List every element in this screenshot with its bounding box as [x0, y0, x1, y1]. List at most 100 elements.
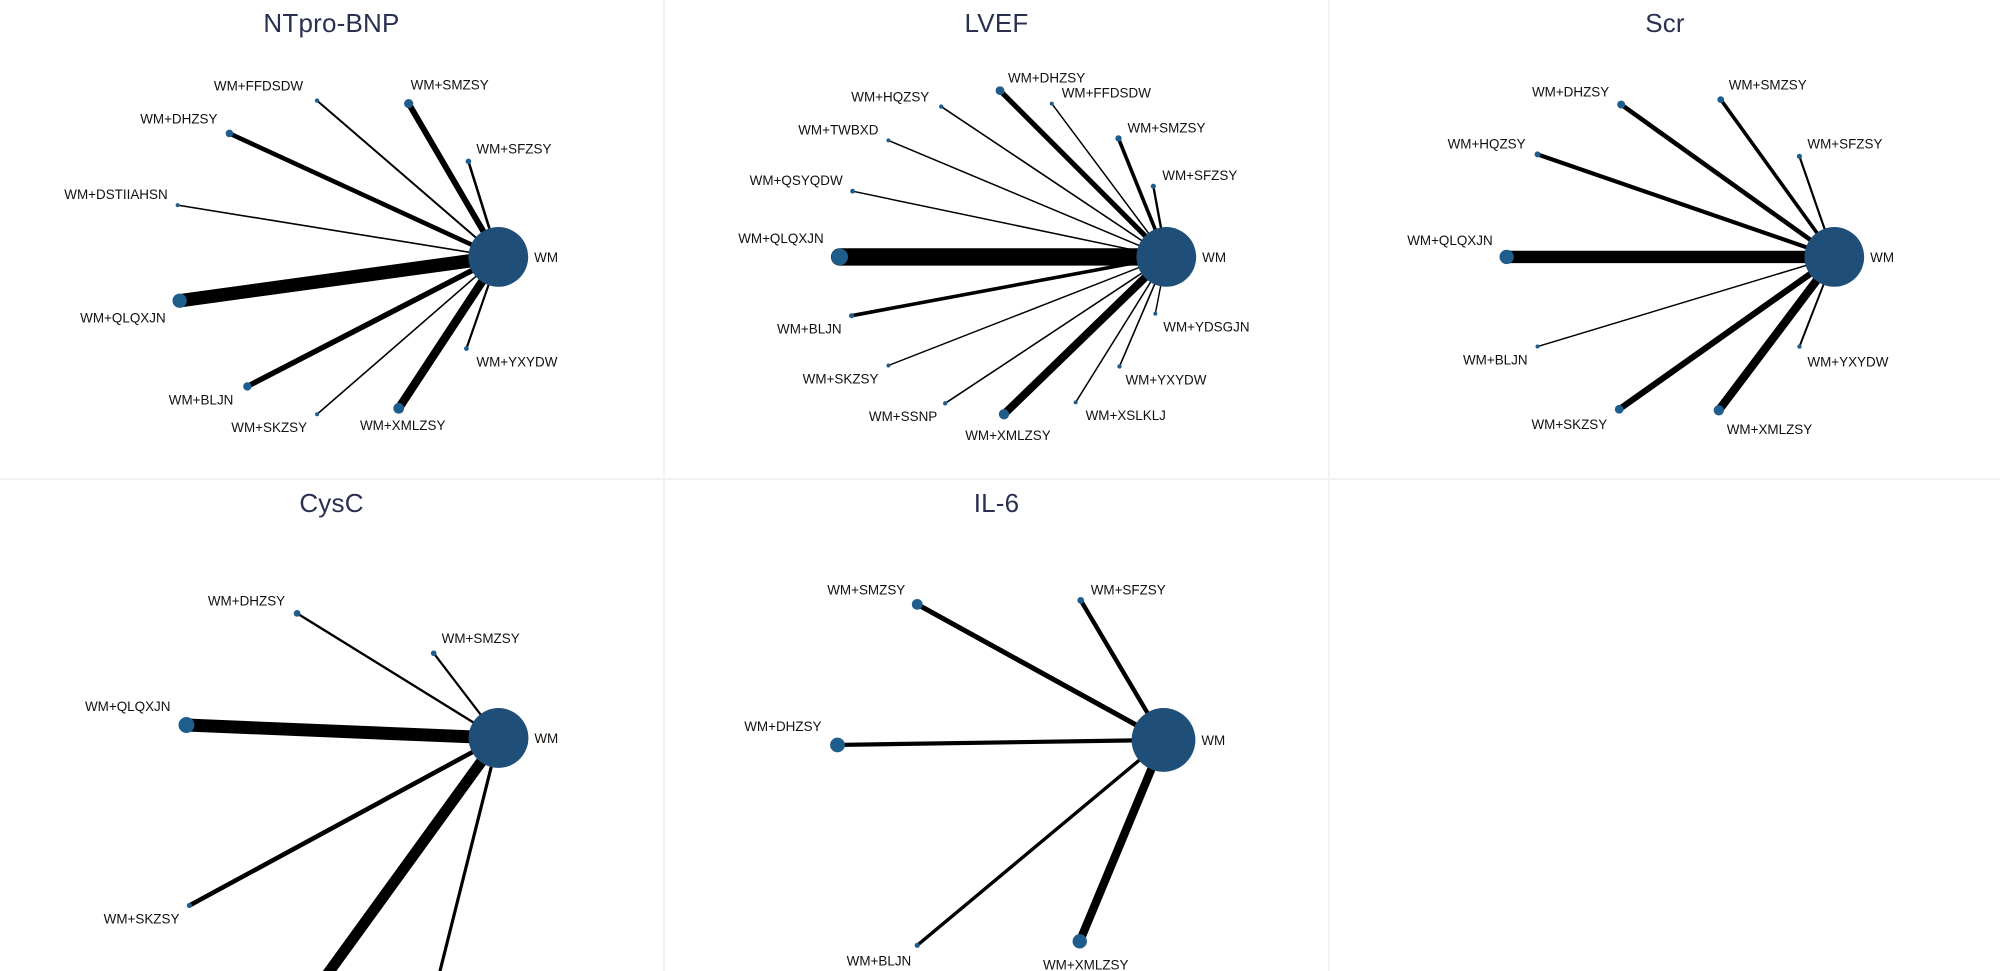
node-label: WM+SFZSY [1162, 168, 1237, 183]
hub-node-label: WM [534, 731, 558, 746]
network-node[interactable] [1617, 100, 1626, 109]
node-label: WM+BLJN [777, 322, 842, 337]
hub-node[interactable] [1804, 227, 1865, 287]
network-node[interactable] [995, 86, 1005, 96]
network-node[interactable] [1049, 101, 1054, 106]
network-node[interactable] [315, 412, 320, 417]
node-label: WM+YDSGJN [1163, 320, 1249, 335]
node-label: WM+BLJN [1463, 352, 1528, 367]
edge-group [179, 612, 505, 971]
network-node[interactable] [1797, 344, 1802, 349]
node-label: WM+FFDSDW [1062, 86, 1152, 101]
network-edge [914, 601, 1166, 743]
node-label: WM+SMZSY [1729, 78, 1807, 93]
hub-node[interactable] [468, 227, 529, 287]
node-label: WM+DHZSY [744, 719, 821, 734]
node-label: WM+SMZSY [411, 78, 489, 93]
node-label: WM+XMLZSY [965, 428, 1051, 443]
network-node[interactable] [831, 248, 849, 266]
node-label: WM+SFZSY [1091, 582, 1166, 597]
network-edge [322, 732, 504, 971]
network-node[interactable] [243, 382, 252, 391]
network-node[interactable] [1073, 400, 1078, 405]
node-label: WM+YXYDW [1807, 354, 1888, 369]
node-label: WM+DHZSY [1532, 85, 1609, 100]
network-node[interactable] [172, 293, 187, 308]
hub-node[interactable] [468, 708, 529, 768]
node-label: WM+QLQXJN [80, 311, 166, 326]
node-label: WM+SKZSY [231, 420, 307, 435]
network-node[interactable] [1713, 405, 1724, 416]
node-label: WM+DSTIIAHSN [64, 187, 167, 202]
network-node[interactable] [465, 158, 472, 165]
network-node[interactable] [939, 104, 944, 109]
network-node[interactable] [1117, 364, 1122, 369]
network-node[interactable] [886, 363, 891, 368]
hub-node-label: WM [1202, 250, 1226, 265]
hub-node[interactable] [1136, 227, 1197, 287]
hub-node[interactable] [1131, 708, 1196, 772]
network-node[interactable] [1153, 311, 1158, 316]
network-node[interactable] [293, 609, 301, 617]
hub-node-label: WM [1870, 250, 1894, 265]
network-node[interactable] [911, 598, 923, 610]
node-label: WM+TWBXD [798, 122, 879, 137]
node-label: WM+QSYQDW [750, 173, 843, 188]
network-node[interactable] [914, 942, 920, 948]
node-label: WM+HQZSY [1448, 136, 1526, 151]
node-label: WM+BLJN [169, 392, 234, 407]
network-edge [1618, 102, 1837, 260]
panel-empty [1330, 480, 2000, 971]
network-node[interactable] [1535, 344, 1540, 349]
network-edge [316, 99, 500, 258]
network-node[interactable] [1796, 153, 1803, 159]
network-edge [915, 738, 1166, 948]
network-node[interactable] [850, 188, 855, 194]
network-edge [944, 256, 1168, 405]
network-node[interactable] [1614, 404, 1624, 414]
network-edge [1536, 256, 1836, 348]
network-node[interactable] [186, 902, 193, 909]
node-label: WM+DHZSY [208, 593, 285, 608]
network-node[interactable] [886, 138, 891, 143]
network-node[interactable] [430, 650, 437, 657]
network-node[interactable] [1534, 151, 1541, 158]
network-diagram-lvef: WM+DHZSYWM+FFDSDWWM+HQZSYWM+SMZSYWM+TWBX… [738, 71, 1249, 444]
network-node[interactable] [1717, 96, 1725, 103]
network-node[interactable] [849, 313, 855, 319]
node-label: WM+BLJN [847, 953, 912, 968]
node-label: WM+SKZSY [1531, 417, 1607, 432]
network-node[interactable] [1115, 135, 1122, 142]
node-label: WM+SKZSY [104, 911, 180, 926]
network-edge [887, 139, 1168, 258]
network-node[interactable] [404, 98, 414, 109]
node-label: WM+QLQXJN [1407, 233, 1493, 248]
network-node[interactable] [1077, 596, 1085, 604]
network-node[interactable] [998, 409, 1010, 420]
network-node[interactable] [1072, 934, 1087, 949]
network-node[interactable] [393, 402, 405, 414]
network-edge [1051, 102, 1168, 258]
network-edge [176, 204, 500, 258]
network-node[interactable] [225, 129, 234, 138]
network-edge [999, 252, 1171, 419]
network-node[interactable] [1499, 249, 1514, 265]
network-edge [1616, 253, 1838, 413]
network-edge [244, 254, 501, 390]
network-node[interactable] [943, 401, 948, 406]
network-node[interactable] [314, 98, 320, 103]
network-node[interactable] [1150, 183, 1156, 189]
network-node[interactable] [464, 346, 469, 351]
network-node[interactable] [830, 737, 845, 753]
node-label: WM+HQZSY [851, 90, 929, 105]
network-node[interactable] [175, 203, 180, 208]
node-label: WM+YXYDW [476, 354, 557, 369]
network-edge [1075, 735, 1168, 946]
network-node[interactable] [178, 717, 195, 733]
network-edge [179, 718, 505, 745]
